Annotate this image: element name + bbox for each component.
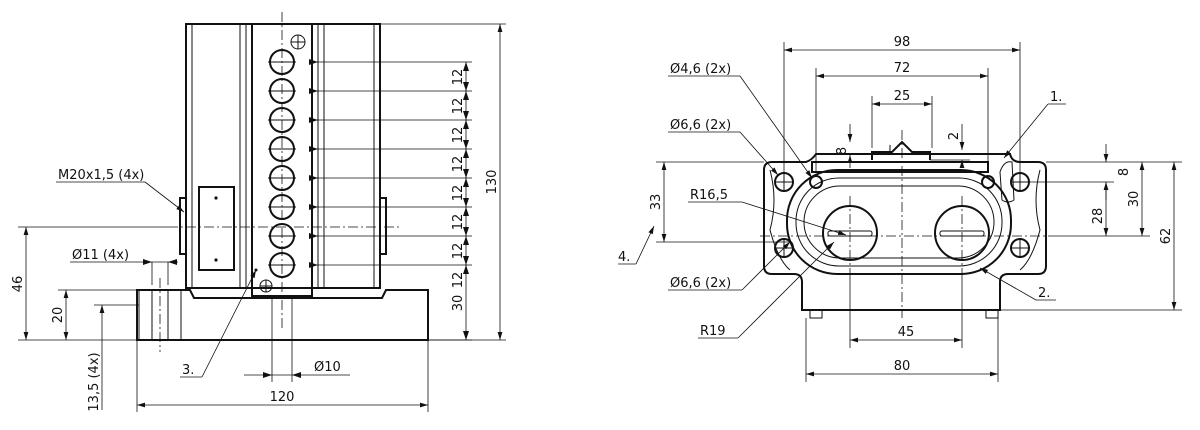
d11-label: Ø11 (4x)	[72, 248, 129, 263]
pitch-label-7: 12	[451, 243, 466, 260]
dim-30-right-label: 30	[1127, 191, 1142, 208]
right-view: 98 72 25 8 2	[618, 35, 1182, 382]
dim-30-right: 30	[1114, 161, 1150, 237]
pitch-dimension-chain: 12 12 12 12 12 12 12 12 30	[309, 59, 472, 341]
callout-d66-bottom: Ø6,6 (2x)	[668, 241, 791, 291]
callout-r165: R16,5	[688, 188, 847, 236]
callout-1-label: 1.	[1050, 90, 1062, 105]
callout-r19: R19	[698, 241, 835, 339]
dim-46-label: 46	[11, 276, 26, 293]
pitch-label-1: 12	[451, 69, 466, 86]
d66-top-label: Ø6,6 (2x)	[670, 118, 731, 133]
dim-72-label: 72	[894, 61, 911, 76]
pitch-label-2: 12	[451, 98, 466, 115]
dim-d11: Ø11 (4x)	[70, 248, 178, 285]
dim-120: 120	[136, 340, 429, 412]
dim-d10: Ø10	[244, 296, 350, 382]
dim-8-right-label: 8	[1117, 168, 1132, 176]
dim-2-label: 2	[947, 132, 962, 140]
dim-62: 62	[1000, 161, 1182, 311]
dim-25-label: 25	[894, 89, 911, 104]
callout-3-label: 3.	[182, 363, 194, 378]
dim-80-label: 80	[894, 359, 911, 374]
dim-80: 80	[805, 318, 999, 382]
base-plate	[136, 278, 429, 352]
callout-d66-top: Ø6,6 (2x)	[668, 118, 779, 176]
left-view: 12 12 12 12 12 12 12 12 30 130 M20x1,5 (…	[11, 12, 506, 412]
m20-callout: M20x1,5 (4x)	[56, 168, 185, 213]
r165-label: R16,5	[690, 188, 728, 203]
dim-20-label: 20	[51, 307, 66, 324]
dim-33: 33	[649, 161, 790, 243]
dim-8-top-label: 8	[835, 147, 850, 155]
callout-3: 3.	[180, 269, 257, 378]
callout-4: 4.	[618, 225, 655, 265]
pitch-label-3: 12	[451, 127, 466, 144]
dim-28: 28	[1050, 182, 1114, 237]
cable-openings	[822, 205, 990, 261]
dim-13-5: 13,5 (4x)	[87, 304, 139, 412]
dim-8-top: 8	[835, 124, 862, 168]
pitch-label-4: 12	[451, 156, 466, 173]
d10-label: Ø10	[314, 360, 341, 375]
pitch-label-8: 12	[451, 272, 466, 289]
d46-label: Ø4,6 (2x)	[670, 62, 731, 77]
flange-outline	[763, 153, 1047, 319]
callout-4-label: 4.	[618, 250, 630, 265]
callout-d46: Ø4,6 (2x)	[668, 62, 813, 179]
dim-130: 130	[380, 23, 506, 341]
contact-circles	[268, 49, 296, 278]
callout-2: 2.	[979, 267, 1056, 301]
dim-25: 25	[871, 89, 933, 148]
dim-130-label: 130	[485, 170, 500, 195]
dim-120-label: 120	[270, 390, 295, 405]
d66-bottom-label: Ø6,6 (2x)	[670, 276, 731, 291]
m20-label: M20x1,5 (4x)	[58, 168, 144, 183]
dim-72: 72	[815, 61, 989, 172]
dim-45-label: 45	[898, 325, 915, 340]
dim-13-5-label: 13,5 (4x)	[87, 352, 102, 411]
dim-2: 2	[930, 124, 970, 168]
pitch-label-5: 12	[451, 185, 466, 202]
callout-2-label: 2.	[1038, 286, 1050, 301]
dim-45: 45	[849, 270, 963, 348]
dim-30-left: 30	[451, 295, 466, 312]
actuator-strip	[251, 12, 313, 330]
r19-label: R19	[700, 324, 726, 339]
dim-33-label: 33	[649, 194, 664, 211]
dim-20: 20	[51, 289, 139, 340]
callout-1: 1.	[1003, 90, 1066, 159]
dim-46: 46	[11, 226, 168, 341]
dim-8-right: 8	[1029, 144, 1132, 200]
dim-62-label: 62	[1159, 228, 1174, 245]
dim-28-label: 28	[1091, 208, 1106, 225]
dim-98-label: 98	[894, 35, 911, 50]
pitch-label-6: 12	[451, 214, 466, 231]
dim-98: 98	[783, 35, 1021, 182]
